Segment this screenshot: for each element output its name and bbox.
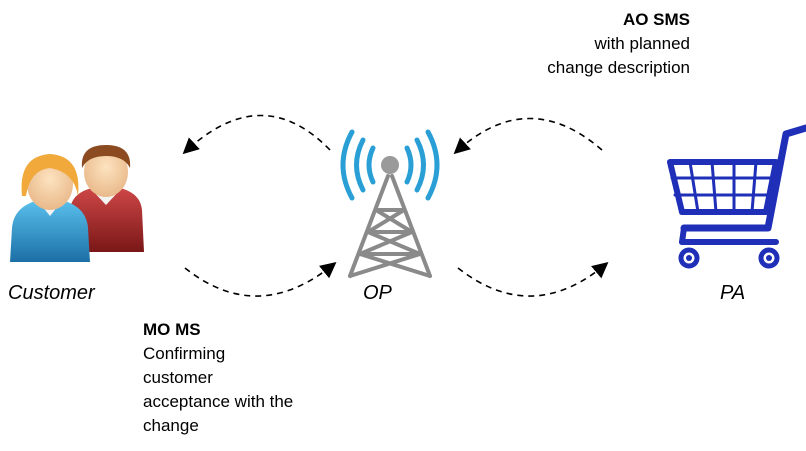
mo-ms-line: customer (143, 368, 213, 387)
mo-ms-line: Confirming (143, 344, 226, 363)
ao-sms-line: change description (547, 58, 690, 77)
mo-ms-line: acceptance with the (143, 392, 294, 411)
shopping-cart-icon (667, 124, 806, 269)
mo-ms-note: MO MS Confirming customer acceptance wit… (143, 318, 383, 438)
radio-tower-icon (340, 129, 440, 278)
ao-sms-title: AO SMS (622, 10, 690, 29)
op-label: OP (363, 282, 392, 304)
pa-label: PA (720, 282, 746, 304)
mo-ms-title: MO MS (143, 320, 201, 339)
arrow-customer-to-op (184, 261, 337, 297)
mo-ms-line: change (143, 416, 199, 435)
ao-sms-line: with planned (594, 34, 690, 53)
customer-label: Customer (8, 282, 95, 304)
arrow-op-to-customer (182, 114, 331, 155)
ao-sms-note: AO SMS with planned change description (547, 8, 690, 80)
arrow-pa-to-op (453, 117, 603, 155)
arrow-op-to-pa (457, 261, 609, 297)
customer-users-icon (10, 145, 144, 262)
